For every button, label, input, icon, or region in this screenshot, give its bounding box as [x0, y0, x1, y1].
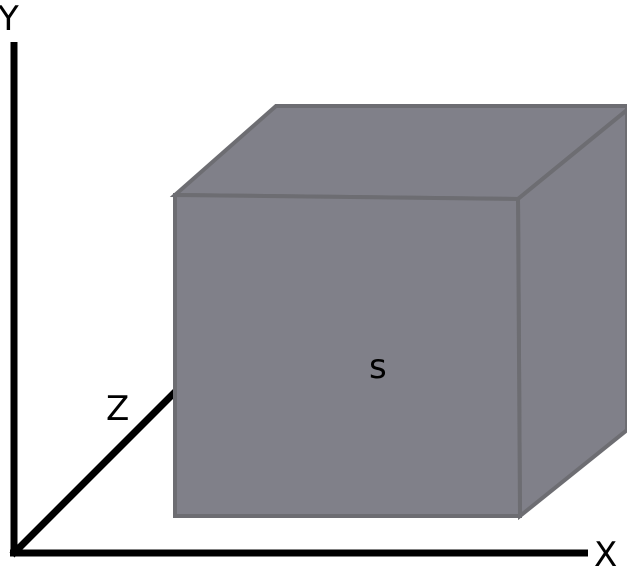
- axes: [9, 42, 588, 558]
- cube: [169, 104, 627, 521]
- z-axis: [9, 384, 183, 558]
- z-axis-label: Z: [106, 389, 129, 429]
- cube-front-face: [173, 192, 523, 518]
- box-label: s: [369, 347, 387, 387]
- y-axis-label: Y: [0, 0, 19, 39]
- x-axis-label: X: [594, 535, 617, 567]
